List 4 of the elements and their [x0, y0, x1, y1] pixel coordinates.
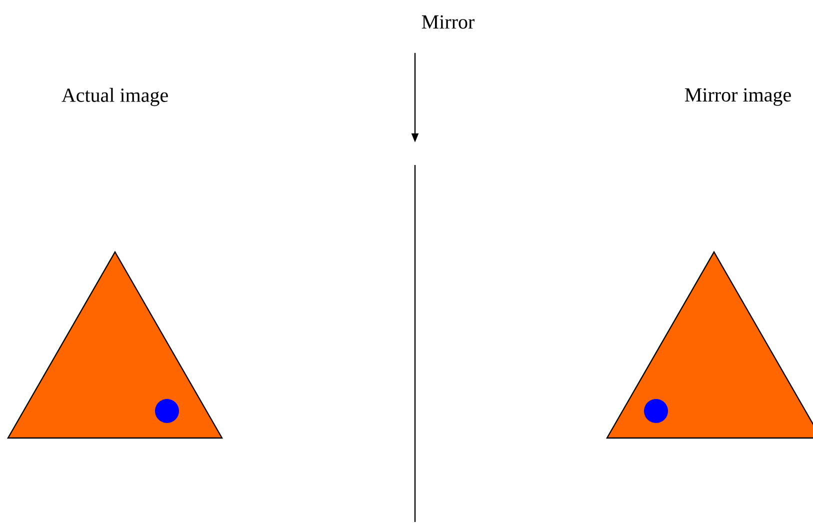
mirror-line [414, 164, 416, 523]
image-label: Actual image [62, 88, 168, 106]
mirror-label: Mirror [422, 15, 474, 29]
image-label: Mirror image [685, 88, 791, 106]
